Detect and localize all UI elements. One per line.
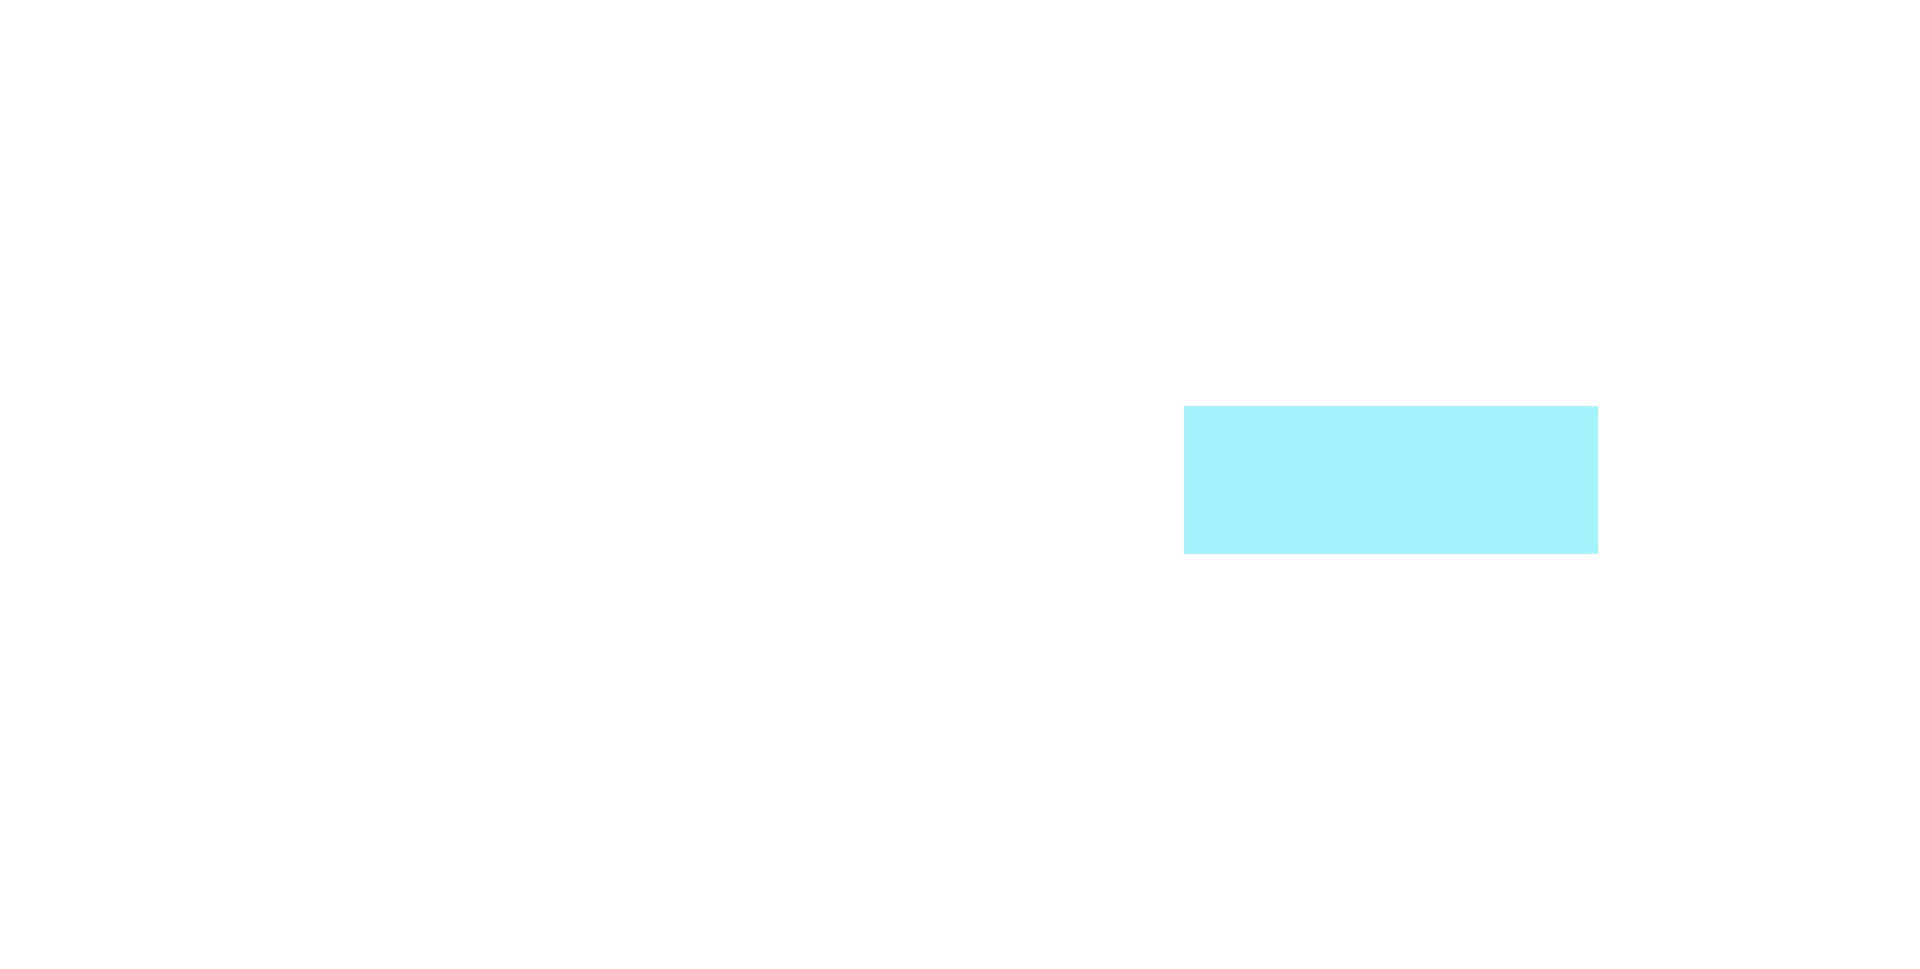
cyan-highlight-region [1184,406,1598,554]
